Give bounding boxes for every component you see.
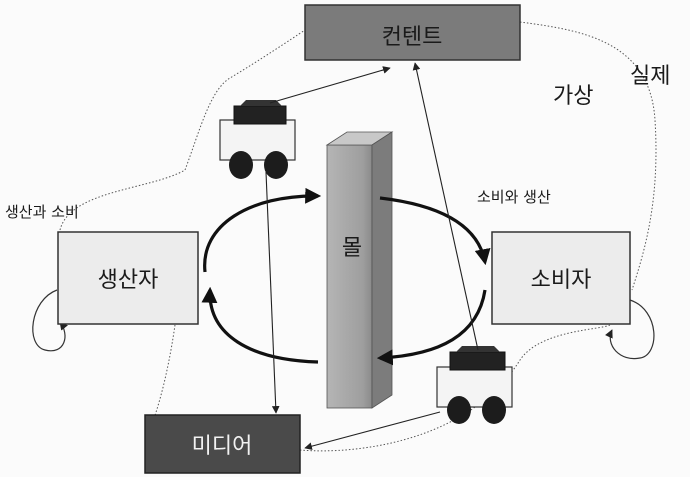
virtual-label: 가상 <box>553 84 593 109</box>
lower-boundary-line-left <box>144 324 176 441</box>
consumer-label: 소비자 <box>531 268 592 293</box>
producer-label: 생산자 <box>98 268 159 293</box>
cycle-arrow-bottom-left <box>201 286 319 364</box>
producer-box <box>57 231 199 325</box>
content-box <box>304 4 521 61</box>
arrow-cart-to-media <box>265 171 280 414</box>
cycle-arrow-top-right <box>379 196 491 266</box>
arrow-cart-to-content <box>269 66 391 104</box>
lower-boundary-line-right <box>299 324 611 452</box>
cycle-arrow-top-left <box>203 187 322 273</box>
mall-label: 몰 <box>342 236 362 261</box>
cycle-arrow-bottom-right <box>376 289 487 366</box>
consumer-box <box>491 231 631 325</box>
arrow-cart-to-media-bottom <box>304 411 441 450</box>
consume-produce-label: 소비와 생산 <box>477 188 551 206</box>
cart-icon-top <box>219 100 296 179</box>
cart-icon-bottom <box>436 346 513 424</box>
produce-consume-label: 생산과 소비 <box>5 203 79 221</box>
arrow-cart-to-content-right <box>412 62 479 351</box>
media-box <box>144 414 301 474</box>
content-label: 컨텐트 <box>382 25 443 50</box>
mall-pillar <box>325 131 394 409</box>
virtual-boundary-line <box>59 29 306 231</box>
media-label: 미디어 <box>192 434 253 459</box>
real-label: 실제 <box>630 64 670 89</box>
producer-self-loop <box>32 289 68 352</box>
consumer-self-loop <box>605 299 655 360</box>
